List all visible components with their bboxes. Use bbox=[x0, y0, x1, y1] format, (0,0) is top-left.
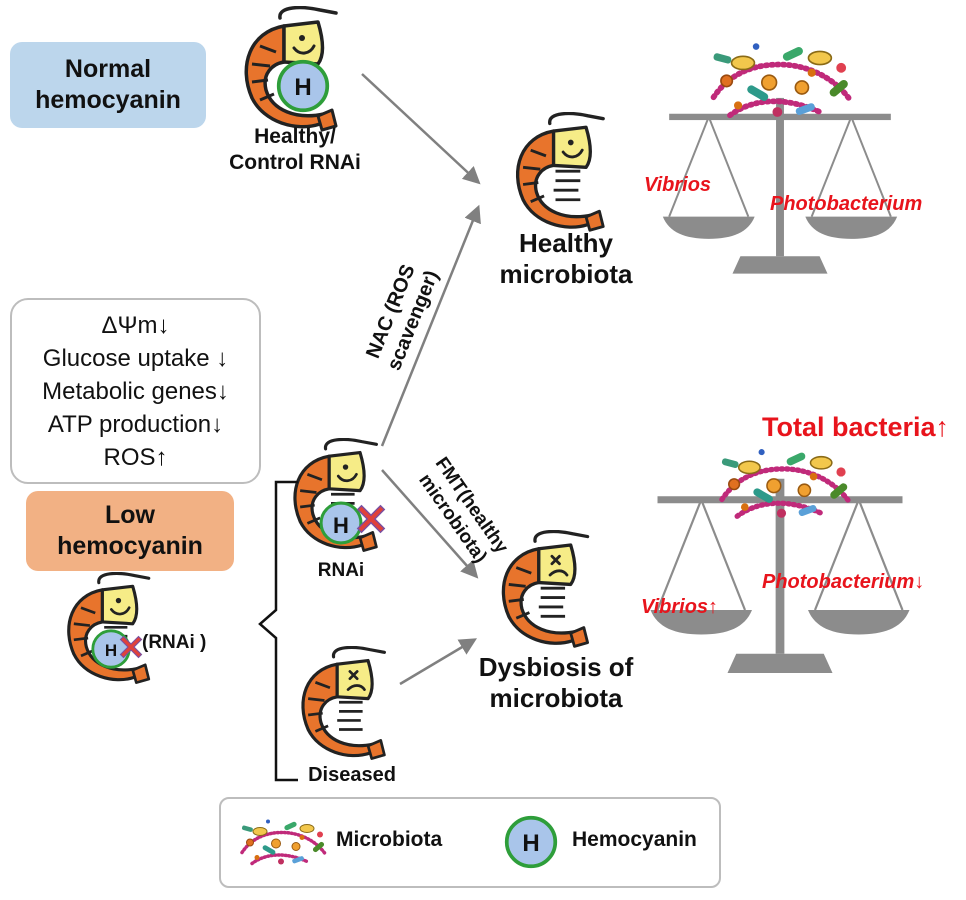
rnai-low-label: (RNAi ) bbox=[142, 632, 207, 653]
top-balance-scale-icon bbox=[661, 43, 899, 275]
arrow-diseased bbox=[399, 638, 478, 686]
healthy-microbiota-label: Healthy microbiota bbox=[499, 228, 633, 289]
bottom-scale-vibrios-label: Vibrios↑ bbox=[641, 596, 719, 618]
effect-membrane-potential: ΔΨm↓ bbox=[101, 311, 170, 339]
dysbiosis-label: Dysbiosis of microbiota bbox=[478, 652, 634, 713]
microbiota-icon bbox=[721, 449, 849, 518]
effect-metabolic-genes: Metabolic genes↓ bbox=[42, 377, 229, 405]
normal-hemocyanin-label: Normal hemocyanin bbox=[35, 55, 181, 114]
low-hemocyanin-label: Low hemocyanin bbox=[57, 501, 203, 560]
legend-box bbox=[219, 797, 721, 888]
normal-hemocyanin-box: Normal hemocyanin bbox=[10, 42, 206, 128]
rnai-shrimp-icon: H bbox=[293, 438, 386, 553]
hemocyanin-h-letter: H bbox=[105, 641, 117, 660]
arrow-to-healthy bbox=[361, 73, 481, 185]
effect-glucose-uptake: Glucose uptake ↓ bbox=[42, 344, 229, 372]
healthy-control-label: Healthy/ Control RNAi bbox=[229, 125, 361, 174]
legend-microbiota-label: Microbiota bbox=[336, 828, 443, 851]
effects-box: ΔΨm↓ Glucose uptake ↓ Metabolic genes↓ A… bbox=[10, 298, 261, 484]
diseased-shrimp-icon bbox=[301, 646, 386, 761]
rnai-label: RNAi bbox=[317, 560, 365, 581]
top-scale-photobacterium-label: Photobacterium bbox=[770, 193, 923, 215]
arrow-nac bbox=[380, 204, 481, 447]
bracket bbox=[258, 480, 298, 782]
hemocyanin-h-letter: H bbox=[294, 74, 311, 101]
bottom-balance-scale-icon bbox=[649, 449, 911, 675]
bottom-scale-photobacterium-label: Photobacterium↓ bbox=[762, 571, 925, 593]
hemocyanin-h-letter: H bbox=[522, 830, 539, 857]
arrow-fmt bbox=[381, 469, 479, 579]
hemocyanin-h-letter: H bbox=[333, 513, 349, 538]
low-hemocyanin-shrimp-icon: H bbox=[67, 572, 151, 685]
effect-ros: ROS↑ bbox=[103, 443, 168, 471]
low-hemocyanin-box: Low hemocyanin bbox=[26, 491, 234, 571]
legend-microbiota-icon bbox=[242, 820, 326, 865]
effect-atp-production: ATP production↓ bbox=[47, 410, 224, 438]
total-bacteria-label: Total bacteria↑ bbox=[762, 412, 950, 442]
top-scale-vibrios-label: Vibrios bbox=[644, 174, 712, 196]
healthy-microbiota-shrimp-icon bbox=[515, 112, 605, 232]
diseased-label: Diseased bbox=[308, 764, 396, 786]
legend-hemocyanin-icon: H bbox=[504, 815, 558, 869]
legend-hemocyanin-label: Hemocyanin bbox=[572, 828, 697, 851]
healthy-shrimp-icon: H bbox=[244, 6, 338, 132]
